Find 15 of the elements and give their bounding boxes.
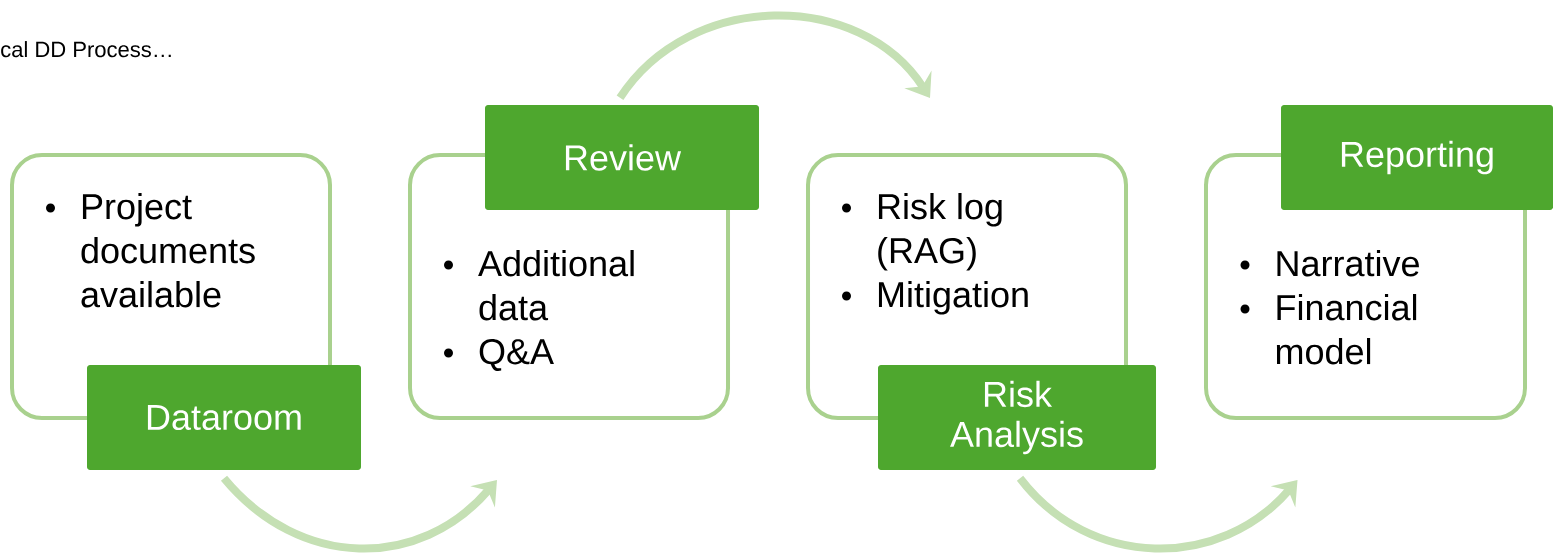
label-box: Review — [485, 105, 759, 210]
bullet-item: Risk log (RAG) — [842, 193, 1002, 271]
curved-arrow — [221, 475, 497, 553]
label-box: Risk Analysis — [878, 365, 1156, 470]
curved-arrow — [616, 11, 932, 101]
bullet-item: Mitigation — [842, 281, 1028, 315]
curved-arrow — [1017, 475, 1298, 553]
bullet-item: Project documents available — [46, 193, 255, 308]
label-box: Reporting — [1281, 105, 1553, 210]
bullet-item: Q&A — [444, 338, 554, 371]
bullet-item: Additional data — [444, 250, 634, 321]
title: cal DD Process… — [1, 41, 171, 58]
bullet-item: Financial model — [1240, 294, 1417, 365]
label-box: Dataroom — [87, 365, 361, 470]
bullet-item: Narrative — [1240, 250, 1419, 277]
